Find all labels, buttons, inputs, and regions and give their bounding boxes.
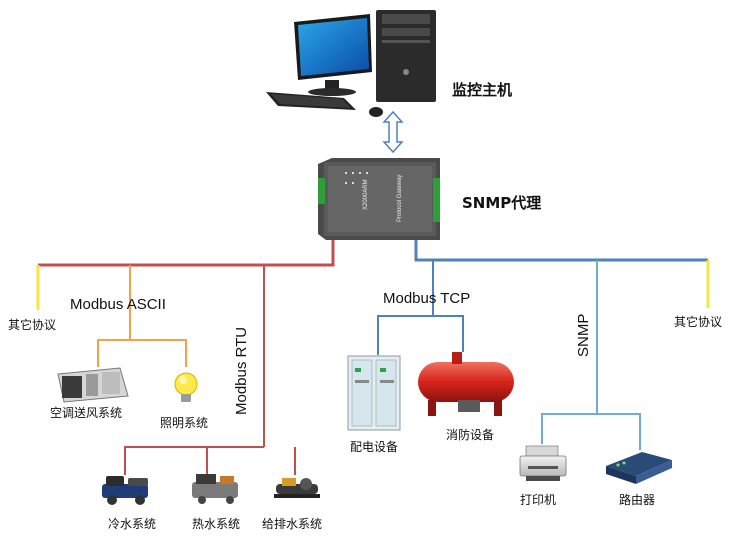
gateway-name-text: Protocol Gateway bbox=[397, 175, 403, 222]
boiler-icon bbox=[192, 474, 238, 504]
pump-icon bbox=[274, 478, 320, 498]
ascii-bus-line bbox=[97, 339, 187, 367]
electrical-cabinet-icon bbox=[347, 355, 401, 431]
connection-lines bbox=[36, 236, 710, 475]
gateway-model-text: X2000ARM bbox=[363, 179, 369, 210]
hvac-label: 空调送风系统 bbox=[50, 406, 123, 420]
double-arrow-icon bbox=[382, 110, 404, 154]
printer-label: 打印机 bbox=[520, 493, 557, 507]
blue-trunk-line bbox=[414, 236, 708, 262]
red-trunk-line bbox=[38, 236, 335, 267]
modbus-rtu-label: Modbus RTU bbox=[233, 326, 250, 415]
rtu-bus-line bbox=[124, 446, 264, 475]
router-label: 路由器 bbox=[619, 493, 656, 507]
agent-label: SNMP代理 bbox=[462, 194, 542, 212]
light-bulb-icon bbox=[174, 372, 198, 402]
power-distribution-label: 配电设备 bbox=[350, 440, 399, 454]
tcp-bus-line bbox=[377, 315, 464, 355]
other-protocol-right-label: 其它协议 bbox=[674, 315, 723, 329]
host-label: 监控主机 bbox=[452, 81, 513, 99]
snmp-label: SNMP bbox=[575, 313, 592, 357]
lighting-label: 照明系统 bbox=[160, 416, 209, 430]
water-supply-label: 给排水系统 bbox=[262, 517, 323, 531]
router-icon bbox=[606, 452, 672, 484]
hot-water-label: 热水系统 bbox=[192, 517, 241, 531]
desktop-computer-icon bbox=[266, 10, 436, 117]
modbus-ascii-label: Modbus ASCII bbox=[70, 296, 166, 313]
snmp-bus-line bbox=[541, 413, 641, 450]
printer-icon bbox=[519, 445, 567, 481]
gateway-device-icon: X2000ARM Protocol Gateway bbox=[318, 158, 440, 240]
fire-tank-icon bbox=[418, 352, 514, 416]
fire-equipment-label: 消防设备 bbox=[446, 428, 495, 442]
other-protocol-left-label: 其它协议 bbox=[8, 318, 57, 332]
chilled-water-label: 冷水系统 bbox=[108, 517, 157, 531]
chiller-icon bbox=[102, 476, 148, 505]
hvac-unit-icon bbox=[57, 367, 129, 403]
modbus-tcp-label: Modbus TCP bbox=[383, 290, 471, 307]
